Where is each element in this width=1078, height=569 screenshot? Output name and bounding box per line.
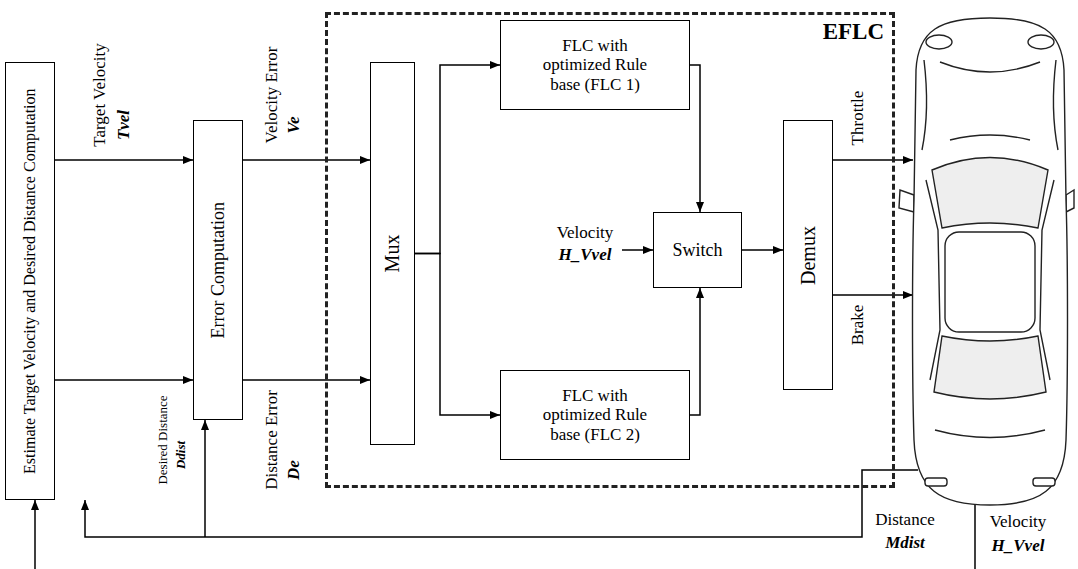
car-rear-window <box>934 336 1046 399</box>
car-hood-line <box>940 62 1040 72</box>
car-taillight <box>925 478 947 486</box>
car-deck-line <box>935 430 1045 438</box>
signal-label: Throttle <box>848 91 868 146</box>
car-fender-line <box>922 60 927 150</box>
demux-box: Demux <box>783 120 833 390</box>
signal-label: Distance Error <box>262 390 282 490</box>
signal-connector <box>690 65 700 212</box>
signal-label: Velocity <box>990 512 1047 532</box>
car-windshield <box>932 158 1048 229</box>
signal-symbol: Ve <box>284 117 304 134</box>
car-mirror <box>1066 190 1074 212</box>
signal-symbol: De <box>284 460 304 480</box>
car-taillight <box>1033 478 1055 486</box>
signal-connector <box>243 159 370 161</box>
signal-connector <box>742 249 783 251</box>
car-hood-line <box>950 135 1030 140</box>
signal-symbol: Mdist <box>885 533 925 553</box>
node-text: FLC with optimized Rule base (FLC 1) <box>530 36 660 95</box>
car-illustration <box>899 18 1074 505</box>
signal-connector <box>55 159 193 161</box>
node-text: Error Computation <box>208 202 229 338</box>
node-text: FLC with optimized Rule base (FLC 2) <box>530 386 660 445</box>
car-side-window <box>1040 180 1054 380</box>
signal-label: Velocity Error <box>262 47 282 144</box>
signal-symbol: H_Vvel <box>992 536 1045 556</box>
brake-arrow <box>833 294 913 296</box>
distance-feedback-line <box>85 470 918 537</box>
mux-box: Mux <box>370 62 415 445</box>
signal-connector <box>415 65 500 254</box>
node-text: Estimate Target Velocity and Desired Dis… <box>21 88 39 473</box>
signal-label: Velocity <box>557 223 614 243</box>
signal-label: Brake <box>848 305 868 346</box>
node-text: Switch <box>672 240 722 261</box>
signal-connector <box>415 254 500 416</box>
car-mirror <box>899 190 914 212</box>
signal-symbol: Tvel <box>114 110 134 140</box>
throttle-arrow <box>833 159 913 161</box>
process-box: Error Computation <box>193 120 243 420</box>
velocity-feedback-line <box>34 500 36 569</box>
fuzzy-controller-box: FLC with optimized Rule base (FLC 2) <box>500 370 690 460</box>
velocity-input-arrow <box>622 249 653 251</box>
signal-connector <box>55 379 193 381</box>
fuzzy-controller-box: FLC with optimized Rule base (FLC 1) <box>500 20 690 110</box>
node-text: Demux <box>797 226 820 285</box>
car-fender-line <box>1053 60 1058 150</box>
car-roof <box>945 232 1035 332</box>
switch-box: Switch <box>653 212 742 288</box>
signal-symbol: H_Vvel <box>559 245 612 265</box>
process-box: Estimate Target Velocity and Desired Dis… <box>5 62 55 500</box>
car-headlight <box>926 35 952 49</box>
car-side-window <box>926 180 940 380</box>
signal-connector <box>690 288 700 415</box>
velocity-output-line <box>974 505 976 569</box>
signal-connector <box>243 379 370 381</box>
node-text: Mux <box>381 235 404 273</box>
signal-label: Distance <box>875 510 934 530</box>
signal-label: Desired Distance <box>156 395 171 484</box>
signal-symbol: Ddist <box>174 441 189 469</box>
node-text: EFLC <box>823 19 884 45</box>
distance-feedback-branch <box>204 420 206 537</box>
signal-label: Target Velocity <box>90 43 110 146</box>
car-headlight <box>1028 35 1054 49</box>
car-body <box>913 18 1068 505</box>
